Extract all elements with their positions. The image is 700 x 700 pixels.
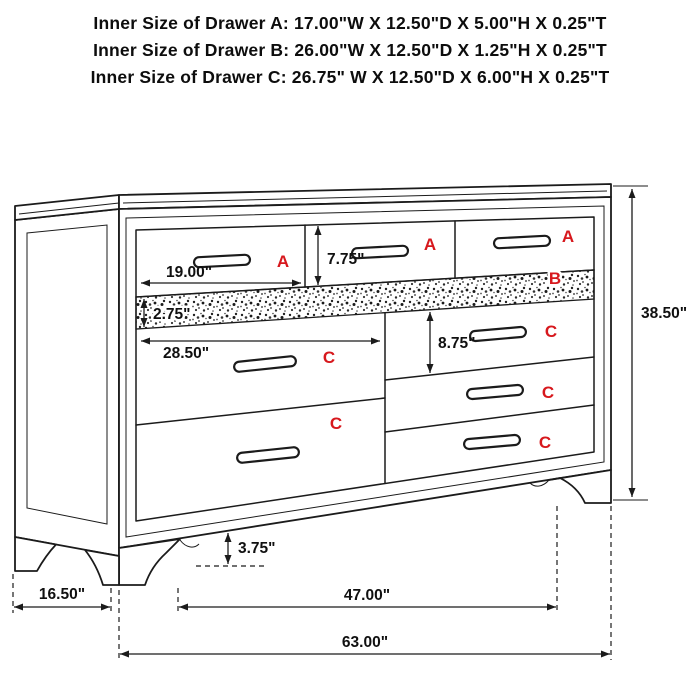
front-opening-frame [135, 216, 595, 522]
front-left-foot [118, 538, 181, 586]
drawer-a-width-label: 19.00" [166, 264, 212, 281]
dim-jewelry-height: 2.75" [140, 299, 193, 327]
front-right-foot [548, 469, 612, 504]
drawer-handle [236, 446, 300, 464]
dim-foot-height: 3.75" [196, 533, 276, 567]
top-slab-side-molding-line [18, 202, 120, 215]
drawer-handle [233, 355, 297, 373]
dim-depth: 16.50" [12, 574, 112, 613]
drawer-handle [462, 433, 522, 451]
drawer-handle [350, 244, 410, 260]
total-width-label: 63.00" [342, 634, 388, 651]
side-front-foot [84, 549, 120, 586]
drawer-a1-letter: A [277, 252, 289, 271]
drawer-handle [192, 253, 252, 269]
dimension-annotations: 19.00" 7.75" 2.75" 28.50" 8.75" [12, 185, 687, 660]
drawer-c-left-upper-letter: C [323, 348, 335, 367]
drawer-b-letter: B [549, 269, 561, 288]
jewelry-drawer-strip [135, 269, 595, 330]
drawer-a-height-label: 7.75" [327, 251, 365, 268]
apron-scroll-right [529, 479, 550, 487]
dresser-drawing [14, 183, 612, 586]
right-column-divider-2 [384, 404, 595, 433]
dim-drawer-a-height: 7.75" [314, 226, 365, 285]
dim-drawer-c-height: 8.75" [426, 312, 476, 373]
drawer-c-right-middle-letter: C [542, 383, 554, 402]
side-back-foot [14, 536, 57, 572]
drawer-c-left-lower-letter: C [330, 414, 342, 433]
dresser-top-slab [14, 183, 612, 221]
apron-scroll-left [179, 539, 200, 548]
drawer-a-size-text: Inner Size of Drawer A: 17.00"W X 12.50"… [93, 13, 607, 33]
dresser-feet [14, 469, 612, 586]
depth-label: 16.50" [39, 586, 85, 603]
width-between-legs-label: 47.00" [344, 587, 390, 604]
drawer-c-width-label: 28.50" [163, 345, 209, 362]
dresser-side-panel [14, 208, 120, 557]
drawer-letter-labels: A A A B C C C C C [277, 227, 574, 452]
drawer-handle [465, 383, 525, 401]
dim-drawer-c-width: 28.50" [141, 337, 380, 362]
side-panel-outer [14, 208, 120, 557]
total-height-label: 38.50" [641, 305, 687, 322]
drawer-a2-letter: A [424, 235, 436, 254]
lower-drawer-section [135, 312, 595, 484]
foot-height-label: 3.75" [238, 540, 276, 557]
left-column-divider [135, 397, 386, 426]
right-column-divider-1 [384, 356, 595, 381]
dim-drawer-a-width: 19.00" [141, 264, 301, 287]
top-slab-molding-line [122, 190, 608, 204]
drawer-c-size-text: Inner Size of Drawer C: 26.75" W X 12.50… [90, 67, 610, 87]
drawer-a3-letter: A [562, 227, 574, 246]
dim-total-width: 63.00" [118, 506, 612, 660]
dim-width-between-legs: 47.00" [177, 506, 558, 613]
side-panel-inner-frame [26, 224, 108, 525]
title-block: Inner Size of Drawer A: 17.00"W X 12.50"… [0, 10, 700, 91]
drawer-b-size-text: Inner Size of Drawer B: 26.00"W X 12.50"… [93, 40, 607, 60]
drawer-c-height-label: 8.75" [438, 335, 476, 352]
drawer-c-right-lower-letter: C [539, 433, 551, 452]
dim-total-height: 38.50" [613, 185, 687, 501]
drawer-handle [492, 234, 552, 250]
drawer-handle [468, 325, 528, 343]
jewelry-height-label: 2.75" [153, 306, 191, 323]
glitter-drawer-front [135, 269, 595, 330]
front-face-bevel [125, 205, 605, 538]
drawer-c-right-upper-letter: C [545, 322, 557, 341]
